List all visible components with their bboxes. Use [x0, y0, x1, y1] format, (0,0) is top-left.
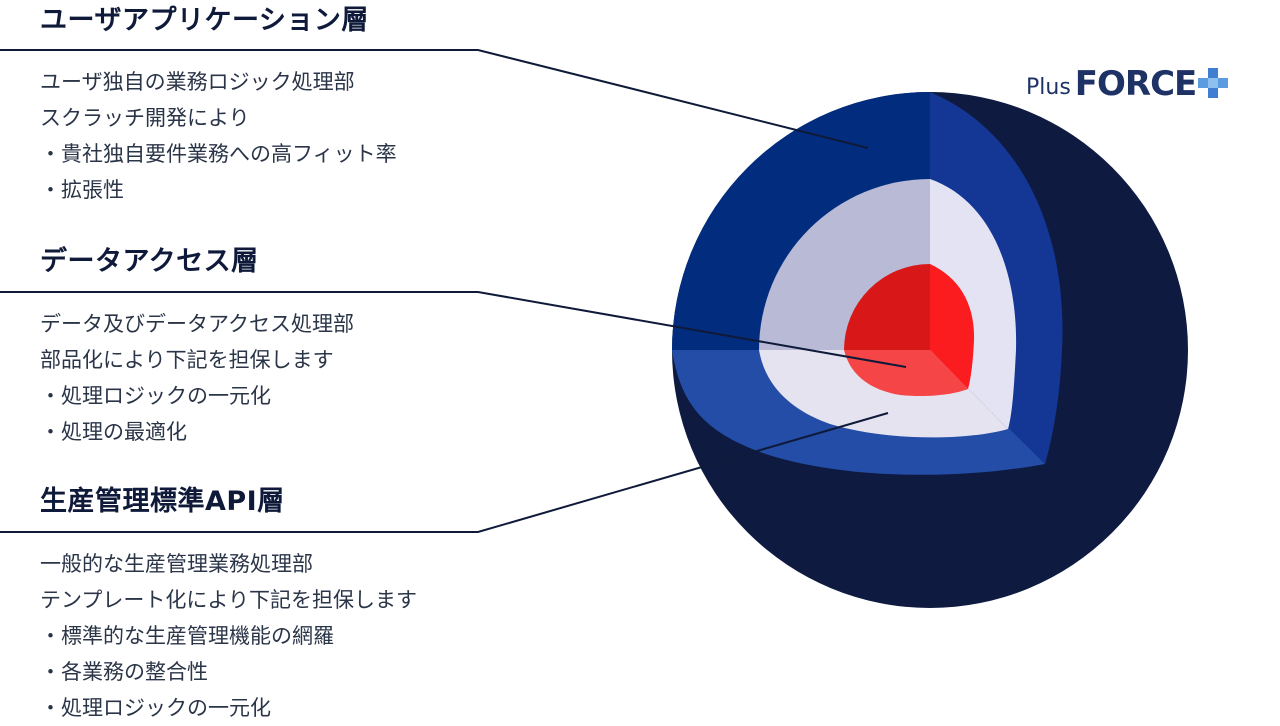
description-line: ・拡張性 — [40, 178, 124, 202]
description-line: ユーザ独自の業務ロジック処理部 — [40, 70, 355, 94]
plus-cross-icon — [1198, 68, 1229, 98]
description-line: 一般的な生産管理業務処理部 — [40, 552, 313, 576]
plusforce-logo: Plus FORCE — [1026, 62, 1229, 104]
leader-line-user-app — [0, 49, 869, 149]
description-line: ・処理ロジックの一元化 — [40, 384, 271, 408]
core-front-face — [844, 264, 930, 350]
leader-line-data-access — [0, 291, 907, 368]
core-side-face — [930, 264, 975, 389]
description-line: 部品化により下記を担保します — [40, 348, 334, 372]
api-layer-title: 生産管理標準API層 — [40, 486, 285, 517]
description-line: データ及びデータアクセス処理部 — [40, 312, 354, 336]
description-line: ・処理の最適化 — [40, 420, 187, 444]
description-line: ・貴社独自要件業務への高フィット率 — [40, 142, 397, 166]
data-access-layer-title: データアクセス層 — [40, 246, 259, 277]
user-app-layer-description: ユーザ独自の業務ロジック処理部 スクラッチ開発により ・貴社独自要件業務への高フ… — [40, 64, 397, 208]
logo-name: FORCE — [1074, 64, 1197, 104]
description-line: ・標準的な生産管理機能の網羅 — [40, 624, 334, 648]
data-access-layer-description: データ及びデータアクセス処理部 部品化により下記を担保します ・処理ロジックの一… — [40, 306, 354, 450]
logo-prefix: Plus — [1026, 75, 1071, 100]
api-layer-description: 一般的な生産管理業務処理部 テンプレート化により下記を担保します ・標準的な生産… — [40, 546, 417, 726]
description-line: テンプレート化により下記を担保します — [40, 588, 417, 612]
description-line: ・各業務の整合性 — [40, 660, 208, 684]
description-line: ・処理ロジックの一元化 — [40, 696, 271, 720]
leader-line-api — [0, 412, 889, 533]
user-app-layer-title: ユーザアプリケーション層 — [40, 5, 369, 36]
description-line: スクラッチ開発により — [40, 106, 250, 130]
